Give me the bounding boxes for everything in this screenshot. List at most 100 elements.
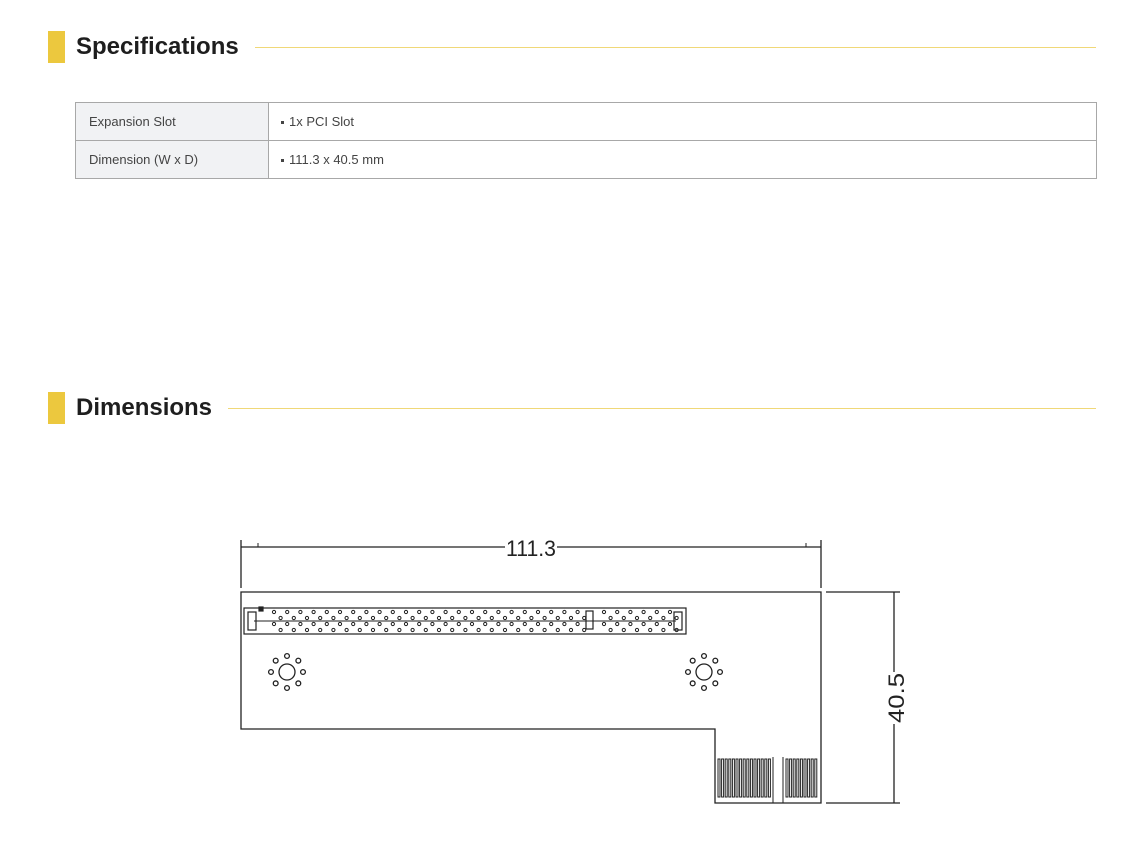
pin-hole: [318, 627, 323, 633]
pin-hole: [549, 609, 554, 615]
pin-hole: [463, 615, 468, 621]
pin-hole: [443, 609, 448, 615]
pin-hole: [430, 621, 435, 627]
pin-hole: [311, 621, 316, 627]
pin-hole: [549, 621, 554, 627]
pin-hole: [516, 615, 521, 621]
pin-hole: [311, 609, 316, 615]
spec-value: 111.3 x 40.5 mm: [268, 140, 1097, 179]
pin-hole: [483, 609, 488, 615]
pin-hole: [674, 615, 679, 621]
specifications-table: Expansion Slot 1x PCI Slot Dimension (W …: [75, 102, 1097, 179]
pin-hole: [344, 615, 349, 621]
pin-hole: [661, 627, 666, 633]
depth-label: 40.5: [884, 673, 909, 723]
via-hole: [295, 680, 302, 687]
finger-contact: [814, 758, 818, 798]
pin-hole: [364, 609, 369, 615]
pin-hole: [377, 609, 382, 615]
pin-hole: [384, 615, 389, 621]
pin-hole: [601, 609, 607, 615]
pin-hole: [443, 621, 448, 627]
pin-hole: [285, 621, 290, 627]
pin-hole: [674, 627, 679, 633]
pin-hole: [582, 615, 587, 621]
via-hole: [272, 680, 279, 687]
pin-hole: [403, 621, 409, 627]
pin-hole: [582, 627, 587, 633]
section-accent-bar: [48, 392, 65, 424]
pin-hole: [357, 615, 362, 621]
pin-hole: [542, 615, 547, 621]
pin-hole: [483, 621, 488, 627]
pin-hole: [516, 627, 521, 633]
pin-hole: [450, 615, 455, 621]
pin-hole: [562, 621, 567, 627]
mounting-hole: [695, 663, 713, 681]
finger-contact: [792, 758, 796, 798]
finger-contact: [731, 758, 735, 798]
pin-hole: [496, 609, 501, 615]
pin-hole: [476, 627, 481, 633]
pin-hole: [522, 621, 527, 627]
finger-contact: [803, 758, 807, 798]
via-hole: [689, 657, 696, 664]
finger-contact: [785, 758, 789, 798]
finger-contact: [799, 758, 803, 798]
pin-hole: [469, 609, 475, 615]
pin-hole: [654, 609, 659, 615]
pin-hole: [476, 615, 481, 621]
pin-hole: [304, 627, 310, 633]
pin-hole: [601, 621, 607, 627]
finger-contact: [717, 758, 721, 798]
pin-hole: [410, 627, 415, 633]
pin-hole: [377, 621, 382, 627]
pci-slot-connector: [243, 606, 687, 635]
width-label: 111.3: [506, 536, 556, 561]
finger-contact: [764, 758, 768, 798]
pin-hole: [502, 627, 508, 633]
pin-hole: [667, 609, 673, 615]
finger-contact: [796, 758, 800, 798]
pin-hole: [423, 615, 428, 621]
pin-hole: [304, 615, 310, 621]
pin-hole: [522, 609, 527, 615]
pin-hole: [403, 609, 409, 615]
pin-hole: [271, 609, 277, 615]
pin-hole: [291, 627, 296, 633]
via-hole: [684, 668, 692, 676]
pin-hole: [410, 615, 415, 621]
finger-contact: [742, 758, 746, 798]
pin-hole: [278, 627, 283, 633]
pin-hole: [621, 615, 626, 621]
bullet-icon: [281, 159, 284, 163]
width-dimension: 111.3: [240, 536, 822, 588]
pin-hole: [351, 609, 356, 615]
via-hole: [299, 668, 307, 676]
pin-hole: [667, 621, 673, 627]
pin-hole: [423, 627, 428, 633]
pin-hole: [634, 615, 640, 621]
pin-hole: [357, 627, 362, 633]
pin-hole: [489, 627, 494, 633]
pin-hole: [337, 609, 343, 615]
pin-hole: [555, 615, 560, 621]
finger-contact: [735, 758, 739, 798]
pin-hole: [648, 615, 653, 621]
pin-hole: [298, 609, 303, 615]
spec-value-text: 111.3 x 40.5 mm: [289, 152, 384, 167]
via-hole: [700, 652, 708, 660]
pin-hole: [397, 615, 402, 621]
pin-hole: [575, 621, 580, 627]
finger-contact: [749, 758, 753, 798]
via-hole: [295, 657, 302, 664]
pin-hole: [575, 609, 580, 615]
pin-hole: [430, 609, 435, 615]
pin-hole: [496, 621, 501, 627]
pin-hole: [621, 627, 626, 633]
pin-hole: [278, 615, 283, 621]
via-hole: [283, 652, 291, 660]
finger-contact: [753, 758, 757, 798]
via-hole: [700, 684, 708, 692]
